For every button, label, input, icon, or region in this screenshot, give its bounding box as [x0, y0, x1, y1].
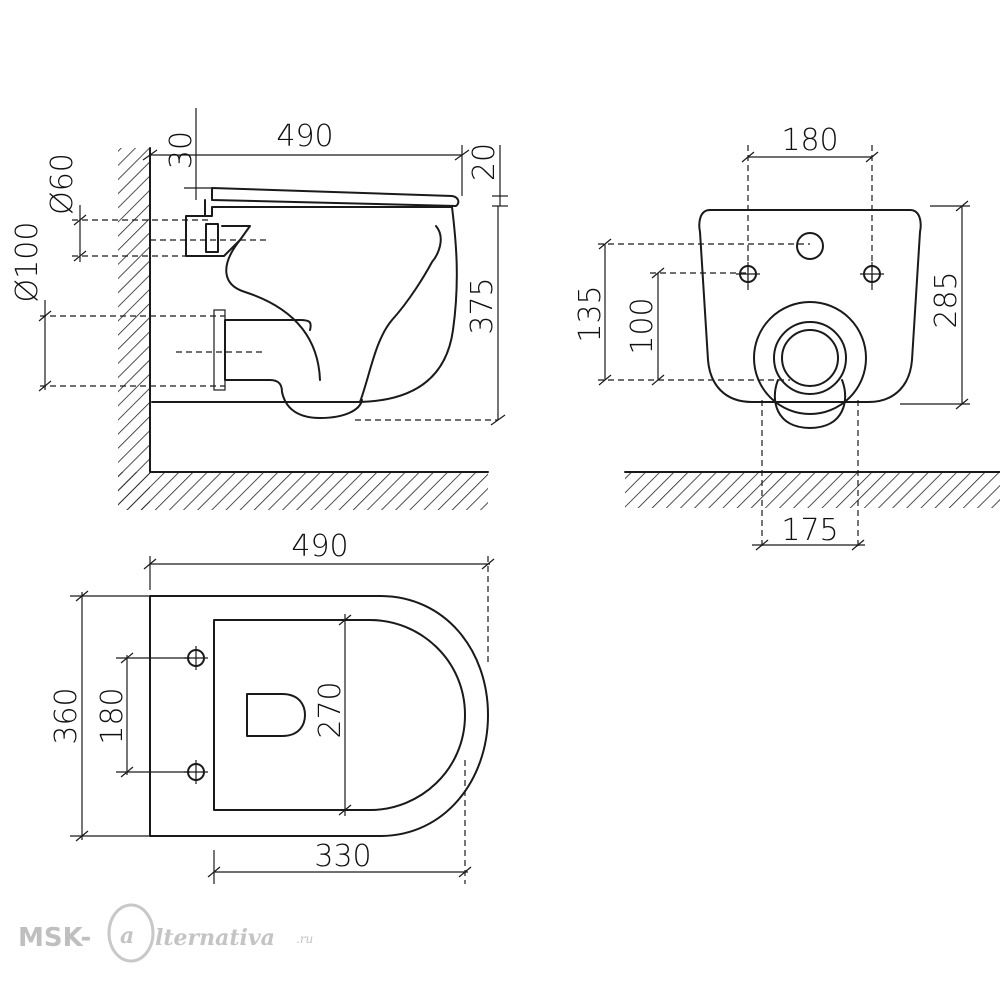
watermark-at-ring — [107, 903, 155, 963]
outlet-inner — [781, 329, 839, 387]
dim-135: 135 — [573, 285, 608, 342]
watermark-logo: MSK- a lternativa .ru — [18, 903, 313, 963]
outlet — [224, 319, 363, 419]
dim-270: 270 — [313, 681, 348, 738]
watermark-prefix: MSK- — [18, 923, 91, 953]
top-inner-outline — [213, 619, 466, 811]
watermark-suffix: lternativa — [155, 925, 275, 951]
top-outer-outline — [149, 595, 489, 837]
dim-175: 175 — [781, 513, 838, 548]
dim-180-top: 180 — [95, 687, 130, 744]
bowl-outline — [151, 206, 458, 403]
dim-dia100: Ø100 — [10, 222, 45, 303]
dim-490-side: 490 — [276, 119, 333, 154]
dim-330: 330 — [314, 839, 371, 874]
dim-100-front: 100 — [625, 297, 660, 354]
dim-375: 375 — [465, 277, 500, 334]
front-floor-hatch — [625, 472, 1000, 508]
trap-curve — [225, 239, 321, 381]
inner-bowl — [359, 225, 442, 403]
front-bowl-outline — [698, 209, 922, 403]
dim-490-top: 490 — [291, 529, 348, 564]
outlet-pipe — [773, 379, 847, 429]
seat-lid — [211, 187, 460, 207]
dim-360: 360 — [49, 687, 84, 744]
dim-dia60: Ø60 — [45, 153, 80, 215]
floor-hatch — [118, 472, 488, 510]
top-view: 490 360 180 270 330 — [49, 529, 495, 884]
dim-285: 285 — [929, 271, 964, 328]
outlet-flange — [213, 309, 226, 391]
watermark-tld: .ru — [296, 932, 313, 946]
side-view: 490 30 20 375 Ø60 Ø100 — [10, 108, 508, 510]
watermark-letter: a — [120, 923, 134, 949]
wall-line — [149, 147, 489, 473]
wall-hatch — [118, 148, 150, 510]
front-view: 180 135 100 285 175 — [573, 123, 1000, 551]
outlet-mid — [773, 321, 847, 395]
drain-opening — [246, 693, 306, 737]
dim-30: 30 — [164, 131, 199, 169]
inlet-hole — [796, 232, 824, 260]
inlet-pipe — [205, 223, 219, 253]
dim-20: 20 — [467, 143, 502, 181]
outlet-outer — [753, 301, 867, 415]
dim-180-front: 180 — [781, 123, 838, 158]
